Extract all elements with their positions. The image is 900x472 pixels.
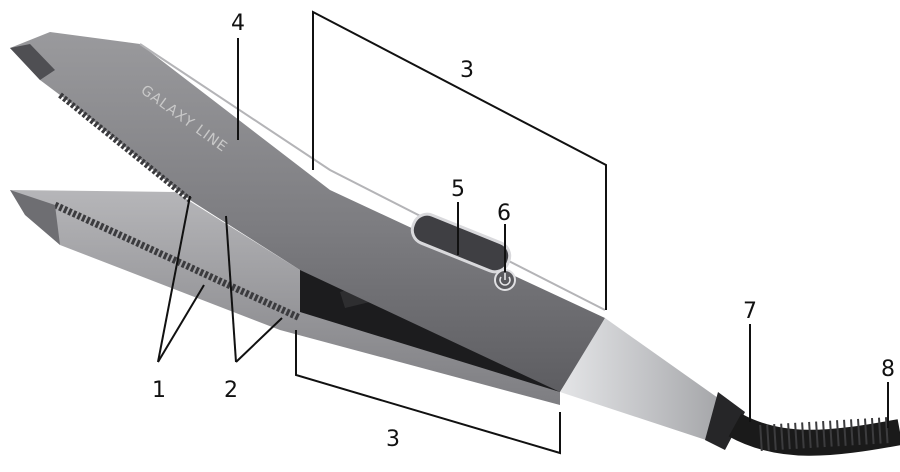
label-3-top: 3: [460, 58, 474, 83]
power-icon: [499, 273, 511, 286]
leader-lines: [157, 10, 889, 455]
handle-cone: [560, 318, 735, 442]
lower-teeth: [53, 201, 302, 322]
label-5: 5: [451, 177, 465, 202]
upper-teeth: [58, 92, 192, 203]
label-1: 1: [152, 378, 166, 403]
label-3-bottom: 3: [386, 427, 400, 452]
label-8: 8: [881, 357, 895, 382]
label-2: 2: [224, 378, 238, 403]
upper-arm: [10, 32, 606, 392]
label-6: 6: [497, 201, 511, 226]
label-7: 7: [743, 299, 757, 324]
lower-arm: [10, 190, 560, 405]
label-4: 4: [231, 11, 245, 36]
power-cord: [728, 413, 900, 456]
display-window: [410, 212, 512, 274]
cord-boot: [705, 392, 745, 450]
power-button[interactable]: [494, 269, 516, 291]
